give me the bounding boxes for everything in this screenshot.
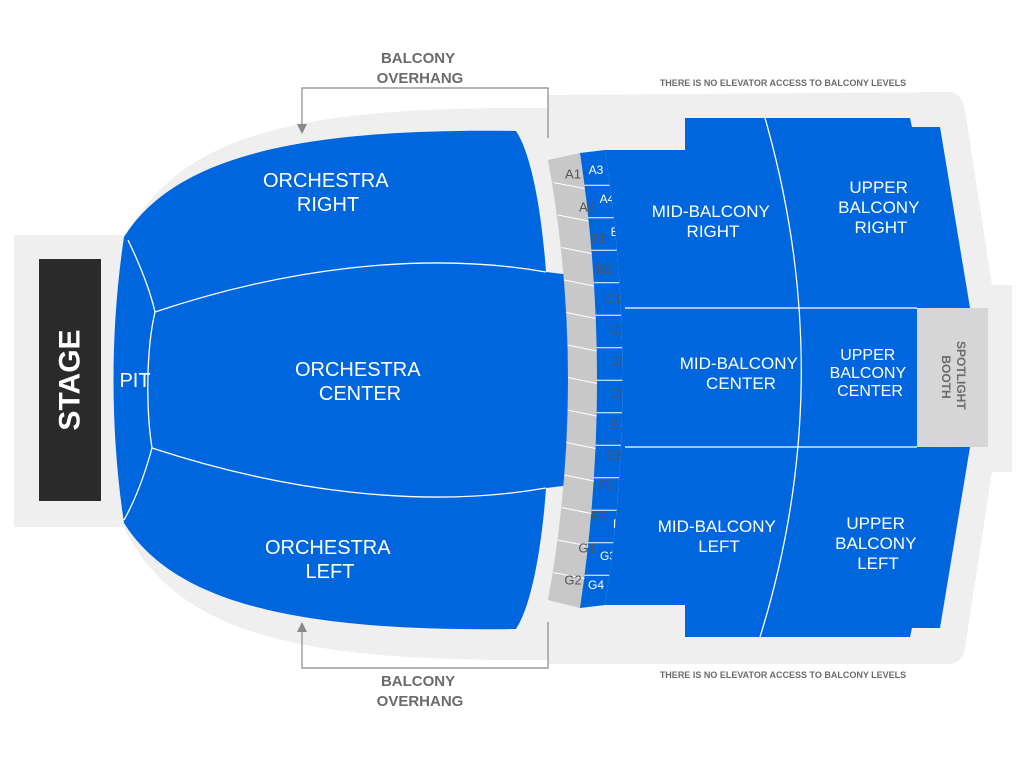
loge-box-f2[interactable]: F2 (591, 509, 606, 524)
pit-label: PIT (119, 370, 150, 392)
loge-grey-separator (566, 312, 596, 319)
balcony-block[interactable] (605, 118, 970, 637)
loge-grey-separator (561, 507, 592, 514)
loge-grey-separator (564, 474, 594, 482)
loge-box-a4[interactable]: A4 (600, 192, 615, 206)
upper-balcony-right-label: UPPER BALCONY RIGHT (838, 178, 924, 237)
loge-grey-separator (553, 572, 585, 579)
stage: STAGE (39, 259, 101, 501)
loge-box-b2[interactable]: B2 (597, 262, 613, 277)
loge-box-e2[interactable]: E2 (606, 448, 622, 463)
loge-box-a1[interactable]: A1 (565, 167, 581, 182)
loge-box-a2[interactable]: A2 (579, 200, 595, 215)
loge-box-g2[interactable]: G2 (564, 573, 581, 588)
orchestra-left-label: ORCHESTRA LEFT (265, 537, 395, 583)
mid-balcony-left-label: MID-BALCONY LEFT (658, 517, 781, 556)
balcony-dividers (625, 117, 917, 638)
loge-grey-separator (567, 409, 597, 417)
loge-grey-separator (567, 344, 597, 352)
loge-box-g4[interactable]: G4 (588, 578, 604, 592)
balcony-overhang-top-label: BALCONY OVERHANG (377, 50, 464, 87)
loge-grey-separator (564, 279, 594, 287)
loge-grey-separator (561, 247, 592, 254)
balcony-overhang-bottom: BALCONY OVERHANG (297, 622, 549, 710)
loge-grey-separator (557, 214, 589, 222)
loge-grey-separator (553, 182, 585, 189)
mid-balcony-center-label: MID-BALCONY CENTER (680, 354, 803, 393)
upper-balcony-left-label: UPPER BALCONY LEFT (835, 514, 921, 573)
spotlight-booth (917, 308, 988, 447)
upper-balcony-center-label: UPPER BALCONY CENTER (830, 347, 911, 400)
loge-grey-separator (557, 539, 589, 547)
loge-grey-separator (566, 442, 596, 449)
loge-blue-band[interactable] (580, 150, 623, 608)
stage-label: STAGE (54, 329, 87, 430)
loge-box-b1[interactable]: B1 (590, 231, 606, 246)
loge-separators (553, 182, 623, 579)
loge-box-f1[interactable]: F1 (599, 478, 614, 493)
loge-grey-separator (567, 377, 598, 384)
loge-grey-band (548, 153, 597, 608)
mid-balcony-right-label: MID-BALCONY RIGHT (652, 202, 775, 241)
orchestra-right-label: ORCHESTRA RIGHT (263, 170, 393, 216)
orchestra-center-label: ORCHESTRA CENTER (295, 359, 425, 405)
elevator-notice-top: THERE IS NO ELEVATOR ACCESS TO BALCONY L… (660, 78, 906, 88)
balcony-overhang-bottom-label: BALCONY OVERHANG (377, 673, 464, 710)
orchestra-shape[interactable] (113, 130, 592, 630)
elevator-notice-bottom: THERE IS NO ELEVATOR ACCESS TO BALCONY L… (660, 670, 906, 680)
spotlight-booth-label: SPOTLIGHT BOOTH (939, 341, 968, 413)
orchestra-dividers (123, 239, 547, 521)
balcony-overhang-top: BALCONY OVERHANG (297, 50, 549, 138)
loge-box-a3[interactable]: A3 (589, 163, 604, 177)
loge-box-g1[interactable]: G1 (578, 541, 595, 556)
loge-box-c1[interactable]: C1 (606, 292, 623, 307)
